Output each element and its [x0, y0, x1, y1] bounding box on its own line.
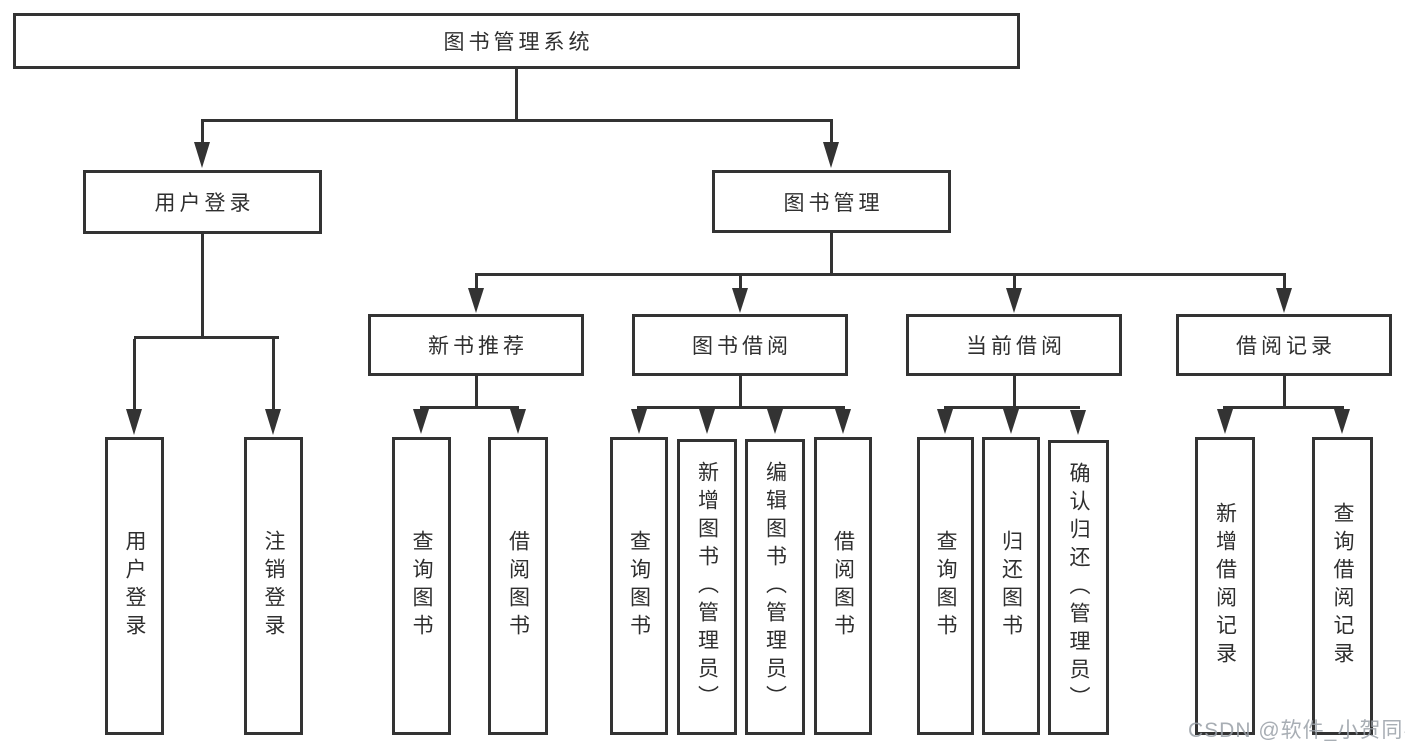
arrowhead-borrow-records — [1276, 288, 1292, 313]
leaf-borrow-books-recommend: 借阅图书 — [488, 437, 548, 735]
connector-drop-book-mgmt — [830, 122, 833, 143]
arrowhead-cb-confirm — [1070, 410, 1086, 435]
watermark-text: CSDN @软件_小贺同学 — [1188, 719, 1405, 742]
arrowhead-new-rec — [468, 288, 484, 313]
connector-current-borrow-branch — [944, 406, 1080, 409]
arrowhead-bb-query — [631, 409, 647, 434]
arrowhead-bb-edit — [767, 409, 783, 434]
leaf-query-books-borrow-label: 查询图书 — [627, 530, 651, 642]
leaf-query-books-borrow: 查询图书 — [610, 437, 668, 735]
node-book-borrow-label: 图书借阅 — [692, 335, 792, 358]
leaf-confirm-return-admin: 确认归还（管理员） — [1048, 440, 1109, 735]
connector-user-login-branch — [134, 336, 279, 339]
node-book-management-label: 图书管理 — [783, 191, 884, 215]
node-book-management: 图书管理 — [712, 170, 951, 233]
connector-user-login-stem — [201, 234, 204, 336]
leaf-add-borrow-record: 新增借阅记录 — [1195, 437, 1255, 735]
arrowhead-cb-query — [937, 409, 953, 434]
leaf-query-books-recommend-label: 查询图书 — [410, 530, 433, 642]
arrowhead-book-mgmt — [823, 142, 839, 168]
arrowhead-br-query — [1334, 409, 1350, 434]
leaf-user-login-label: 用户登录 — [123, 530, 146, 642]
arrowhead-leaf-user-login — [126, 409, 142, 435]
arrowhead-rec-query — [413, 409, 429, 434]
connector-drop-leaf-logout — [272, 339, 275, 409]
node-new-book-recommend: 新书推荐 — [368, 314, 584, 376]
node-borrow-records: 借阅记录 — [1176, 314, 1392, 376]
leaf-query-books-current-label: 查询图书 — [934, 530, 957, 642]
leaf-logout: 注销登录 — [244, 437, 303, 735]
connector-new-rec-branch — [420, 406, 519, 409]
leaf-add-book-admin-label: 新增图书（管理员） — [695, 461, 719, 713]
leaf-query-books-current: 查询图书 — [917, 437, 974, 735]
connector-drop-user-login — [201, 122, 204, 143]
leaf-return-book-label: 归还图书 — [999, 530, 1023, 642]
connector-drop-current-borrow — [1013, 276, 1016, 288]
connector-book-borrow-branch — [637, 406, 845, 409]
node-book-borrow: 图书借阅 — [632, 314, 848, 376]
connector-borrow-records-branch — [1223, 406, 1344, 409]
leaf-borrow-books-recommend-label: 借阅图书 — [506, 530, 530, 642]
leaf-confirm-return-admin-label: 确认归还（管理员） — [1067, 461, 1090, 714]
connector-level2-branch — [475, 273, 1286, 276]
arrowhead-bb-add — [699, 409, 715, 434]
leaf-add-book-admin: 新增图书（管理员） — [677, 439, 737, 735]
node-current-borrow-label: 当前借阅 — [966, 335, 1066, 358]
leaf-return-book: 归还图书 — [982, 437, 1040, 735]
node-user-login: 用户登录 — [83, 170, 322, 234]
node-root-system: 图书管理系统 — [13, 13, 1020, 69]
connector-book-mgmt-stem — [830, 233, 833, 273]
leaf-logout-label: 注销登录 — [262, 530, 285, 642]
connector-drop-book-borrow — [739, 276, 742, 288]
connector-drop-borrow-records — [1283, 276, 1286, 288]
arrowhead-bb-borrow — [835, 409, 851, 434]
node-new-book-recommend-label: 新书推荐 — [428, 335, 528, 358]
arrowhead-rec-borrow — [510, 409, 526, 434]
arrowhead-book-borrow — [732, 288, 748, 313]
connector-drop-new-rec — [475, 276, 478, 288]
leaf-add-borrow-record-label: 新增借阅记录 — [1213, 502, 1237, 670]
leaf-borrow-books: 借阅图书 — [814, 437, 872, 735]
arrowhead-user-login — [194, 142, 210, 168]
leaf-borrow-books-label: 借阅图书 — [831, 530, 855, 642]
connector-borrow-records-stem — [1283, 376, 1286, 406]
leaf-query-borrow-record: 查询借阅记录 — [1312, 437, 1373, 735]
connector-root-stem — [515, 69, 518, 119]
connector-new-rec-stem — [475, 376, 478, 406]
arrowhead-br-add — [1217, 409, 1233, 434]
leaf-user-login: 用户登录 — [105, 437, 164, 735]
node-user-login-label: 用户登录 — [154, 192, 255, 215]
leaf-edit-book-admin-label: 编辑图书（管理员） — [763, 461, 787, 713]
leaf-query-books-recommend: 查询图书 — [392, 437, 451, 735]
arrowhead-leaf-logout — [265, 409, 281, 435]
connector-drop-leaf-user-login — [133, 339, 136, 409]
arrowhead-cb-return — [1003, 409, 1019, 434]
arrowhead-current-borrow — [1006, 288, 1022, 313]
node-borrow-records-label: 借阅记录 — [1236, 335, 1336, 358]
leaf-query-borrow-record-label: 查询借阅记录 — [1331, 502, 1354, 670]
connector-level1-branch — [201, 119, 833, 122]
node-current-borrow: 当前借阅 — [906, 314, 1122, 376]
connector-book-borrow-stem — [739, 376, 742, 406]
connector-current-borrow-stem — [1013, 376, 1016, 406]
leaf-edit-book-admin: 编辑图书（管理员） — [745, 439, 805, 735]
node-root-system-label: 图书管理系统 — [443, 31, 594, 54]
